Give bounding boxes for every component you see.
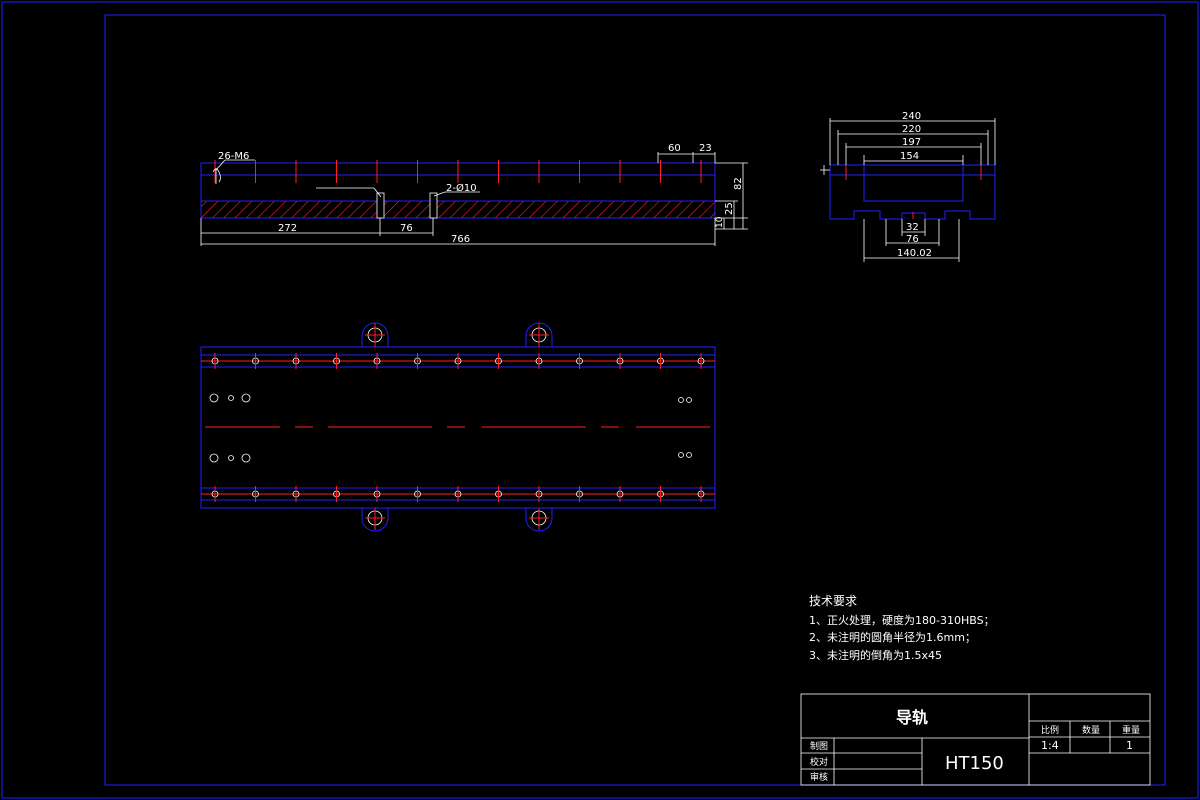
dim-60: 60 [668, 143, 681, 154]
inner-frame [104, 14, 1166, 786]
side-view: 240 220 197 154 32 76 140.02 [820, 111, 996, 262]
row-check: 校对 [810, 756, 828, 768]
dim-76-front: 76 [400, 223, 413, 234]
part-name: 导轨 [896, 708, 928, 727]
dim-197: 197 [902, 137, 921, 148]
dim-220: 220 [902, 124, 921, 135]
tech-requirement-2: 2、未注明的圆角半径为1.6mm； [809, 630, 976, 644]
dim-154: 154 [900, 151, 919, 162]
dim-766: 766 [451, 234, 470, 245]
header-qty: 数量 [1082, 724, 1100, 736]
scale-value: 1:4 [1041, 739, 1059, 752]
weight-value: 1 [1126, 739, 1133, 752]
tech-requirement-1: 1、正火处理，硬度为180-310HBS； [809, 613, 995, 627]
header-scale: 比例 [1041, 724, 1059, 736]
tech-requirements-title: 技术要求 [809, 594, 857, 608]
header-weight: 重量 [1122, 724, 1140, 736]
dim-25: 25 [724, 202, 735, 215]
material: HT150 [945, 753, 1004, 774]
dim-23: 23 [699, 143, 712, 154]
front-view: 26-M6 2-Ø10 60 23 82 25 10 272 76 766 [200, 143, 748, 246]
row-approve: 审核 [810, 771, 828, 783]
hatched-section [201, 201, 715, 218]
dim-140: 140.02 [897, 248, 932, 259]
top-view-holes [211, 353, 705, 502]
title-block: 导轨 HT150 比例 数量 重量 1:4 1 制图 校对 审核 [800, 693, 1151, 786]
tech-requirements: 技术要求 1、正火处理，硬度为180-310HBS； 2、未注明的圆角半径为1.… [809, 594, 995, 662]
dim-240: 240 [902, 111, 921, 122]
threaded-hole-callout: 26-M6 [218, 151, 249, 162]
dim-32: 32 [906, 222, 919, 233]
top-view [200, 322, 716, 532]
dim-82: 82 [733, 177, 744, 190]
mounting-lugs [361, 322, 553, 532]
end-holes [209, 393, 692, 463]
row-draw: 制图 [810, 740, 828, 752]
tech-requirement-3: 3、未注明的倒角为1.5x45 [809, 648, 942, 662]
dim-76-side: 76 [906, 234, 919, 245]
dim-272: 272 [278, 223, 297, 234]
threaded-hole-centerlines [214, 160, 702, 183]
dim-10: 10 [715, 216, 725, 228]
thread-symbol [212, 168, 221, 184]
pin-hole-callout: 2-Ø10 [446, 182, 477, 194]
